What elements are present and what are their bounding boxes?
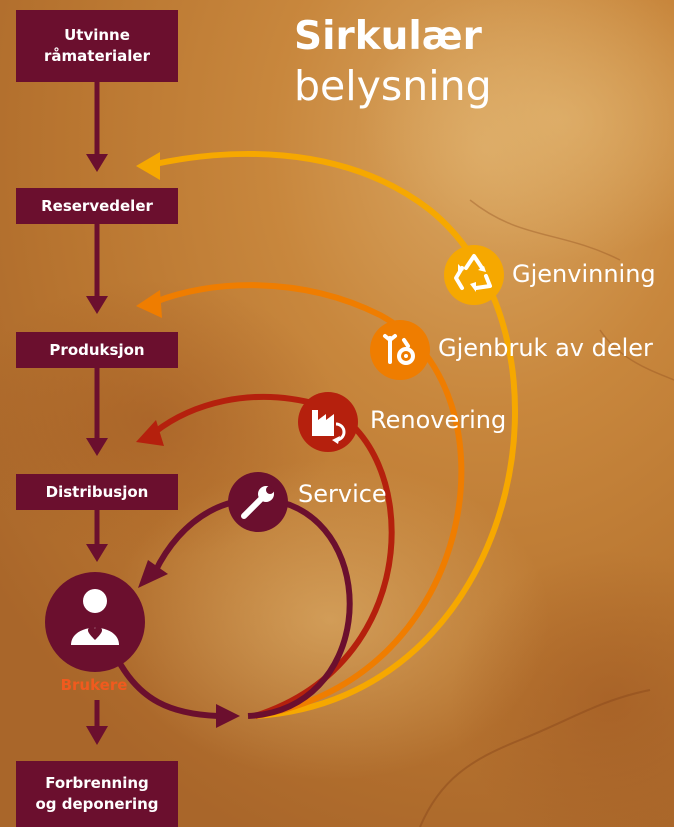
box-spare-parts: Reservedeler	[16, 188, 178, 224]
service-arc	[152, 496, 353, 719]
recycling-arrowhead	[136, 152, 160, 180]
reuse-arrowhead	[136, 290, 162, 318]
recycle-icon	[444, 245, 504, 305]
chain-arrows	[86, 82, 108, 745]
user-to-loop-arrowhead	[216, 704, 240, 728]
label-service: Service	[298, 480, 387, 508]
service-arrowhead	[138, 560, 168, 588]
person-heart-icon	[45, 572, 145, 672]
user-label: Brukere	[60, 676, 128, 694]
label-reuse: Gjenbruk av deler	[438, 334, 653, 362]
title-line-1: Sirkulær	[294, 14, 482, 59]
refurbish-arrowhead	[136, 420, 164, 446]
box-disposal: Forbrenning og deponering	[16, 761, 178, 827]
box-distribution: Distribusjon	[16, 474, 178, 510]
label-refurbish: Renovering	[370, 406, 507, 434]
tools-gear-icon	[370, 320, 430, 380]
wrench-icon	[228, 472, 288, 532]
label-recycling: Gjenvinning	[512, 260, 656, 288]
refurbish-arc	[153, 393, 395, 719]
reuse-arc	[153, 282, 465, 719]
user-to-loop-arc	[115, 658, 219, 719]
box-extract: Utvinne råmaterialer	[16, 10, 178, 82]
factory-refresh-icon	[298, 392, 358, 452]
box-production: Produksjon	[16, 332, 178, 368]
title-line-2: belysning	[294, 62, 492, 110]
